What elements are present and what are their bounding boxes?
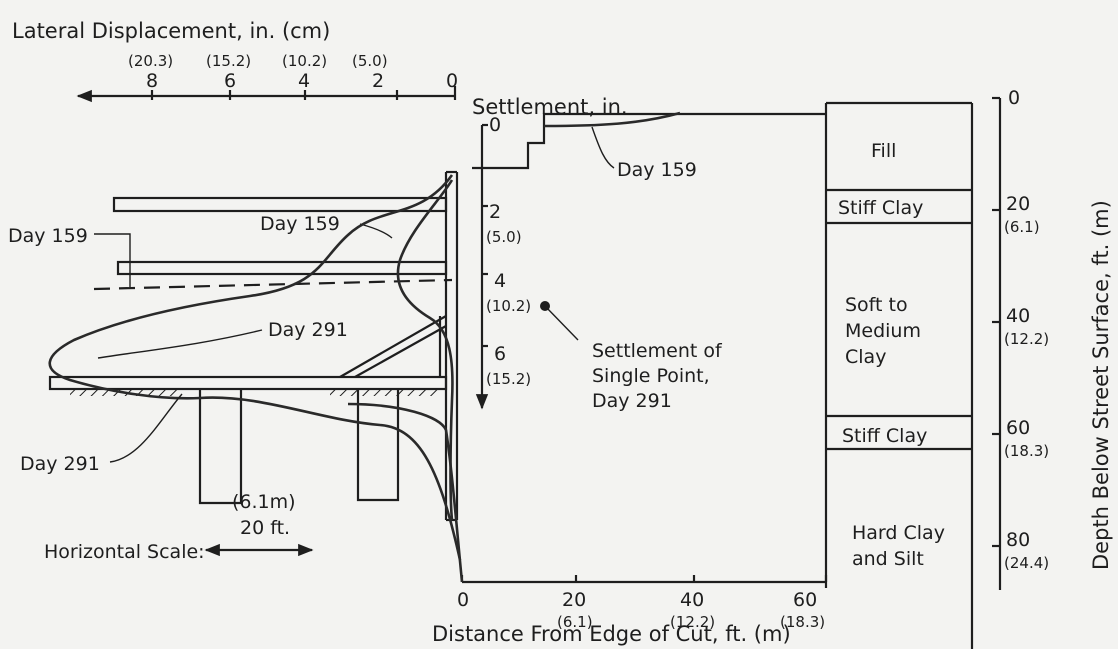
depth-tick-20: 20 <box>1006 193 1030 215</box>
distance-tick-0: 0 <box>457 589 469 611</box>
distance-tick-m-6: (6.1) <box>557 613 593 631</box>
depth-tick-m-24: (24.4) <box>1004 554 1049 572</box>
single-point-label-2: Single Point, <box>592 365 710 387</box>
settlement-curve-day159 <box>543 111 681 128</box>
distance-tick-60: 60 <box>793 589 817 611</box>
day291-bottom-label: Day 291 <box>20 453 100 475</box>
day291-lateral-leader <box>97 329 263 359</box>
depth-tick-60: 60 <box>1006 417 1030 439</box>
scale-metric: (6.1m) <box>232 491 296 513</box>
settlement-tick-cm-5: (5.0) <box>486 228 522 246</box>
layer-soft-clay-2: Medium <box>845 320 921 342</box>
day291-bottom-leader <box>109 393 183 463</box>
depth-tick-0: 0 <box>1008 87 1020 109</box>
settlement-tick-6: 6 <box>494 343 506 365</box>
lateral-curve-day159 <box>396 179 454 521</box>
depth-tick-m-12: (12.2) <box>1004 330 1049 348</box>
excavation-base-hatch-right <box>330 389 440 396</box>
distance-axis <box>460 575 828 584</box>
single-point-label-1: Settlement of <box>592 340 723 362</box>
depth-axis <box>992 96 1002 590</box>
scale-label: Horizontal Scale: <box>44 541 205 563</box>
pile-right <box>356 389 400 502</box>
settlement-curve-day291 <box>347 402 464 583</box>
distance-tick-m-12: (12.2) <box>670 613 715 631</box>
settlement-axis <box>475 123 489 410</box>
strut-1 <box>112 196 448 213</box>
distance-tick-20: 20 <box>562 589 586 611</box>
day159-lateral-leader <box>359 223 393 239</box>
strut-3 <box>48 375 448 391</box>
day159-settlement-leader <box>591 126 615 169</box>
lateral-tick-cm-15: (15.2) <box>206 52 251 70</box>
distance-axis-title: Distance From Edge of Cut, ft. (m) <box>432 622 791 646</box>
lateral-tick-label-0: 0 <box>446 70 458 92</box>
single-point-label-3: Day 291 <box>592 390 672 412</box>
settlement-tick-2: 2 <box>489 201 501 223</box>
settlement-tick-4: 4 <box>494 270 506 292</box>
settlement-tick-cm-10: (10.2) <box>486 297 531 315</box>
rakers <box>339 315 447 378</box>
pile-left <box>198 389 243 505</box>
lateral-curve-day291 <box>48 174 462 561</box>
depth-tick-m-18: (18.3) <box>1004 442 1049 460</box>
day159-settlement-label: Day 159 <box>617 159 697 181</box>
lateral-tick-label-4: 4 <box>298 70 310 92</box>
settlement-tick-cm-15: (15.2) <box>486 370 531 388</box>
soil-profile <box>824 101 974 649</box>
layer-soft-clay-3: Clay <box>845 346 886 368</box>
day159-lateral-label: Day 159 <box>260 213 340 235</box>
lateral-tick-label-6: 6 <box>224 70 236 92</box>
depth-tick-40: 40 <box>1006 305 1030 327</box>
day159-excavation-level <box>93 278 453 291</box>
single-point-leader <box>544 305 579 341</box>
lateral-tick-cm-10: (10.2) <box>282 52 327 70</box>
lateral-tick-cm-20: (20.3) <box>128 52 173 70</box>
day159-level-label: Day 159 <box>8 225 88 247</box>
depth-axis-title: Depth Below Street Surface, ft. (m) <box>1089 200 1113 570</box>
layer-hard-clay-2: and Silt <box>852 548 924 570</box>
layer-hard-clay-1: Hard Clay <box>852 522 945 544</box>
settlement-tick-0: 0 <box>489 114 501 136</box>
lateral-tick-label-2: 2 <box>372 70 384 92</box>
day291-lateral-label: Day 291 <box>268 319 348 341</box>
day159-level-leader <box>94 233 131 287</box>
scale-feet: 20 ft. <box>240 517 290 539</box>
distance-tick-m-18: (18.3) <box>780 613 825 631</box>
layer-soft-clay-1: Soft to <box>845 294 908 316</box>
depth-tick-m-6: (6.1) <box>1004 218 1040 236</box>
lateral-axis <box>76 86 457 103</box>
distance-tick-40: 40 <box>680 589 704 611</box>
strut-2 <box>116 260 448 276</box>
layer-stiff-clay-lower: Stiff Clay <box>842 425 927 447</box>
layer-fill: Fill <box>871 140 896 162</box>
lateral-tick-label-8: 8 <box>146 70 158 92</box>
depth-tick-80: 80 <box>1006 529 1030 551</box>
lateral-tick-cm-5: (5.0) <box>352 52 388 70</box>
lateral-axis-title: Lateral Displacement, in. (cm) <box>12 19 330 43</box>
layer-stiff-clay-upper: Stiff Clay <box>838 197 923 219</box>
